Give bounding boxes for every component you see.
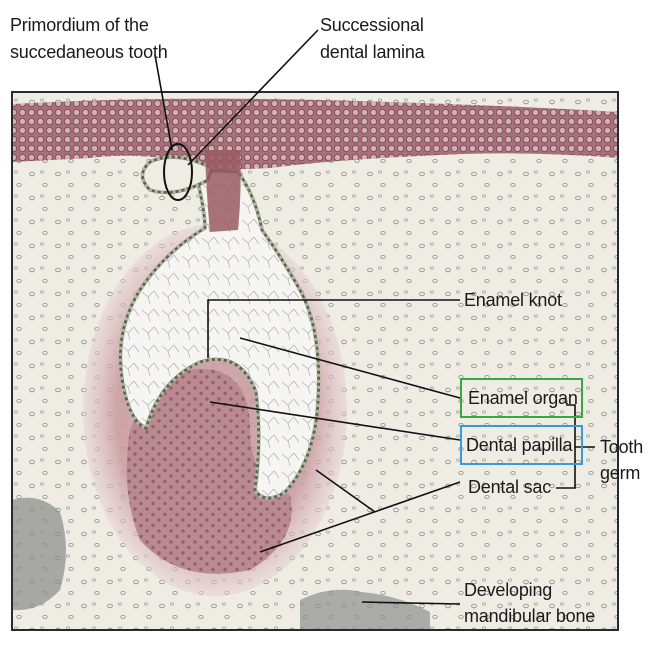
label-primordium-line2: succedaneous tooth — [10, 42, 168, 62]
dental-papilla-box — [460, 425, 583, 465]
leader-bone — [361, 601, 461, 605]
leader-dental-sac-branch — [315, 469, 376, 513]
label-successional-line2: dental lamina — [320, 42, 425, 62]
label-enamel-knot: Enamel knot — [464, 290, 562, 310]
label-bone-line2: mandibular bone — [464, 606, 596, 626]
leader-lines — [154, 29, 595, 605]
label-germ: germ — [600, 463, 641, 483]
leader-successional — [187, 29, 319, 166]
label-dental-papilla: Dental papilla — [466, 435, 573, 455]
dental-lamina — [205, 150, 241, 232]
label-primordium-line1: Primordium of the — [10, 15, 149, 35]
label-enamel-organ: Enamel organ — [468, 388, 578, 408]
primordium-marker — [163, 143, 193, 201]
leader-enamel-organ — [239, 337, 461, 399]
label-bone-line1: Developing — [464, 580, 553, 600]
label-successional-line1: Successional — [320, 15, 424, 35]
bone-patch-left — [12, 497, 66, 611]
leader-enamel-knot — [207, 299, 460, 358]
label-tooth: Tooth — [600, 437, 644, 457]
leader-dental-papilla — [209, 401, 461, 441]
leader-dental-sac — [259, 481, 461, 553]
label-dental-sac: Dental sac — [468, 477, 552, 497]
histology-section — [12, 92, 618, 630]
enamel-organ-box — [460, 378, 583, 418]
bone-patch-right — [300, 589, 430, 630]
leader-primordium — [154, 54, 173, 151]
section-border — [11, 91, 619, 631]
